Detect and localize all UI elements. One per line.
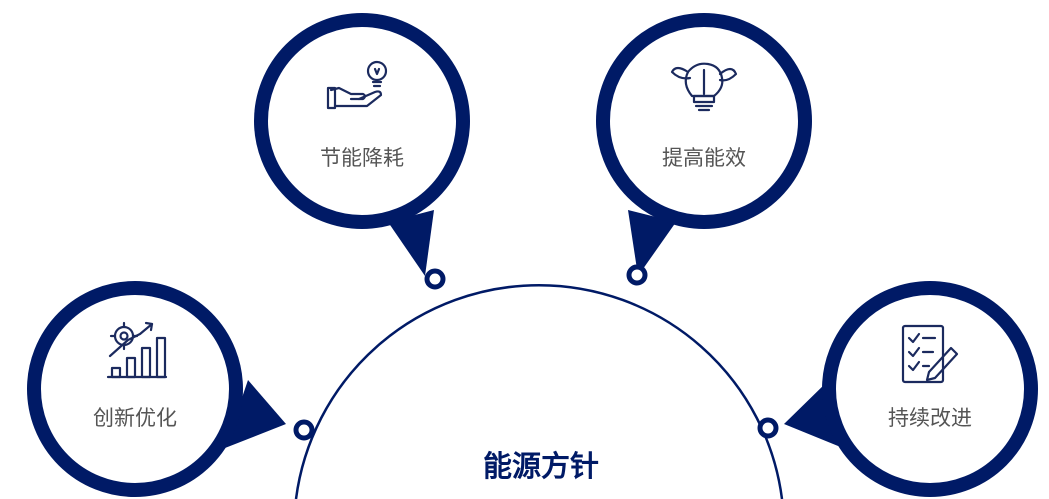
bubble-pointer: [388, 210, 434, 276]
node-efficiency: 提高能效: [596, 13, 812, 276]
connector-dot: [626, 264, 648, 286]
bubble-ring: [822, 281, 1038, 497]
bubble-ring: [596, 13, 812, 229]
connector-dot: [293, 419, 315, 441]
center-arc: [294, 284, 784, 499]
growth-chart-gear-icon: [106, 321, 168, 379]
bubble-ring: [27, 281, 243, 497]
node-continuous-improvement: 持续改进: [784, 281, 1038, 497]
node-innovation: 创新优化: [27, 281, 286, 497]
node-energy-saving: 节能降耗: [254, 13, 470, 276]
node-label: 节能降耗: [320, 146, 404, 170]
node-label: 持续改进: [888, 406, 972, 430]
center-title: 能源方针: [483, 449, 599, 483]
connector-dot: [757, 417, 779, 439]
node-label: 创新优化: [93, 406, 177, 430]
bubble-pointer: [225, 380, 286, 448]
bubble-ring: [254, 13, 470, 229]
connector-dot: [424, 268, 446, 290]
hand-lightbulb-icon: [326, 60, 388, 110]
checklist-pencil-icon: [901, 324, 959, 384]
node-label: 提高能效: [662, 146, 746, 170]
leaf-bulb-icon: [670, 62, 738, 112]
bubble-pointer: [628, 210, 676, 276]
